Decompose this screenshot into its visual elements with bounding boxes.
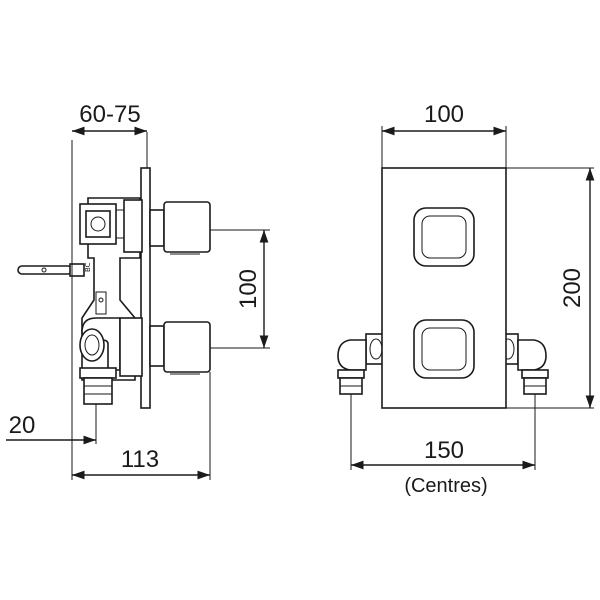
lower-elbow-mouth	[79, 328, 105, 362]
top-collar	[123, 199, 143, 253]
dim-centres-label: 150	[424, 437, 464, 464]
front-dimensions: 100 200 150 (Centres)	[350, 101, 595, 497]
side-dimensions: 60-75 100 20 113	[6, 101, 270, 480]
lever-fitting	[69, 263, 85, 277]
left-elbow	[337, 339, 367, 371]
side-view: BC	[17, 167, 211, 444]
dim-depth-label: 60-75	[79, 101, 140, 128]
left-connection	[337, 333, 387, 395]
wall-plate	[140, 167, 151, 409]
dim-centres-note: (Centres)	[404, 475, 487, 497]
front-top-handle-inner	[421, 215, 467, 259]
dim-total-label: 113	[121, 446, 159, 473]
dim-offset-label: 20	[9, 412, 36, 439]
front-top-handle	[413, 207, 475, 267]
dim-spacing-label: 100	[235, 269, 262, 309]
right-elbow	[517, 339, 547, 371]
bracket-slot	[95, 291, 107, 315]
compression-fitting	[83, 377, 113, 405]
lower-elbow-bore	[84, 334, 100, 356]
lower-handle	[163, 321, 211, 373]
front-view	[337, 167, 549, 409]
front-lower-handle-inner	[421, 327, 467, 371]
lower-spindle	[149, 325, 165, 367]
left-nut-top	[337, 369, 365, 379]
dim-width-label: 100	[424, 101, 464, 128]
lever-rod	[17, 265, 73, 275]
bracket-screw	[98, 297, 104, 303]
lever-pin	[41, 267, 47, 273]
front-lower-handle	[413, 319, 475, 379]
top-port-hole	[90, 216, 106, 232]
nut-top	[79, 367, 117, 379]
right-nut-top	[521, 369, 549, 379]
lower-collar	[119, 317, 143, 377]
top-port-inner	[85, 210, 111, 238]
bracket-label: BC	[84, 262, 92, 272]
dim-height-label: 200	[559, 268, 586, 308]
top-spindle	[149, 209, 165, 247]
top-handle	[163, 201, 211, 253]
